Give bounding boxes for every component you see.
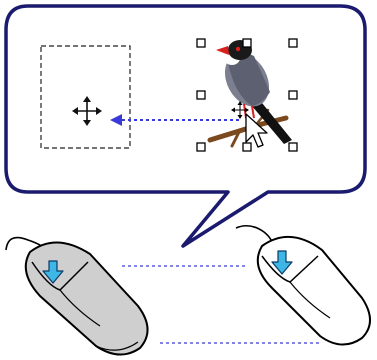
handle-bottom-left: [197, 143, 205, 151]
handle-middle-right: [289, 91, 297, 99]
handle-bottom-center: [243, 143, 251, 151]
speech-bubble: [6, 6, 365, 246]
handle-bottom-right: [289, 143, 297, 151]
handle-top-left: [197, 39, 205, 47]
handle-top-center: [243, 39, 251, 47]
handle-middle-left: [197, 91, 205, 99]
mouse-released: [236, 226, 370, 345]
mouse-pressed: [6, 238, 148, 355]
handle-top-right: [289, 39, 297, 47]
